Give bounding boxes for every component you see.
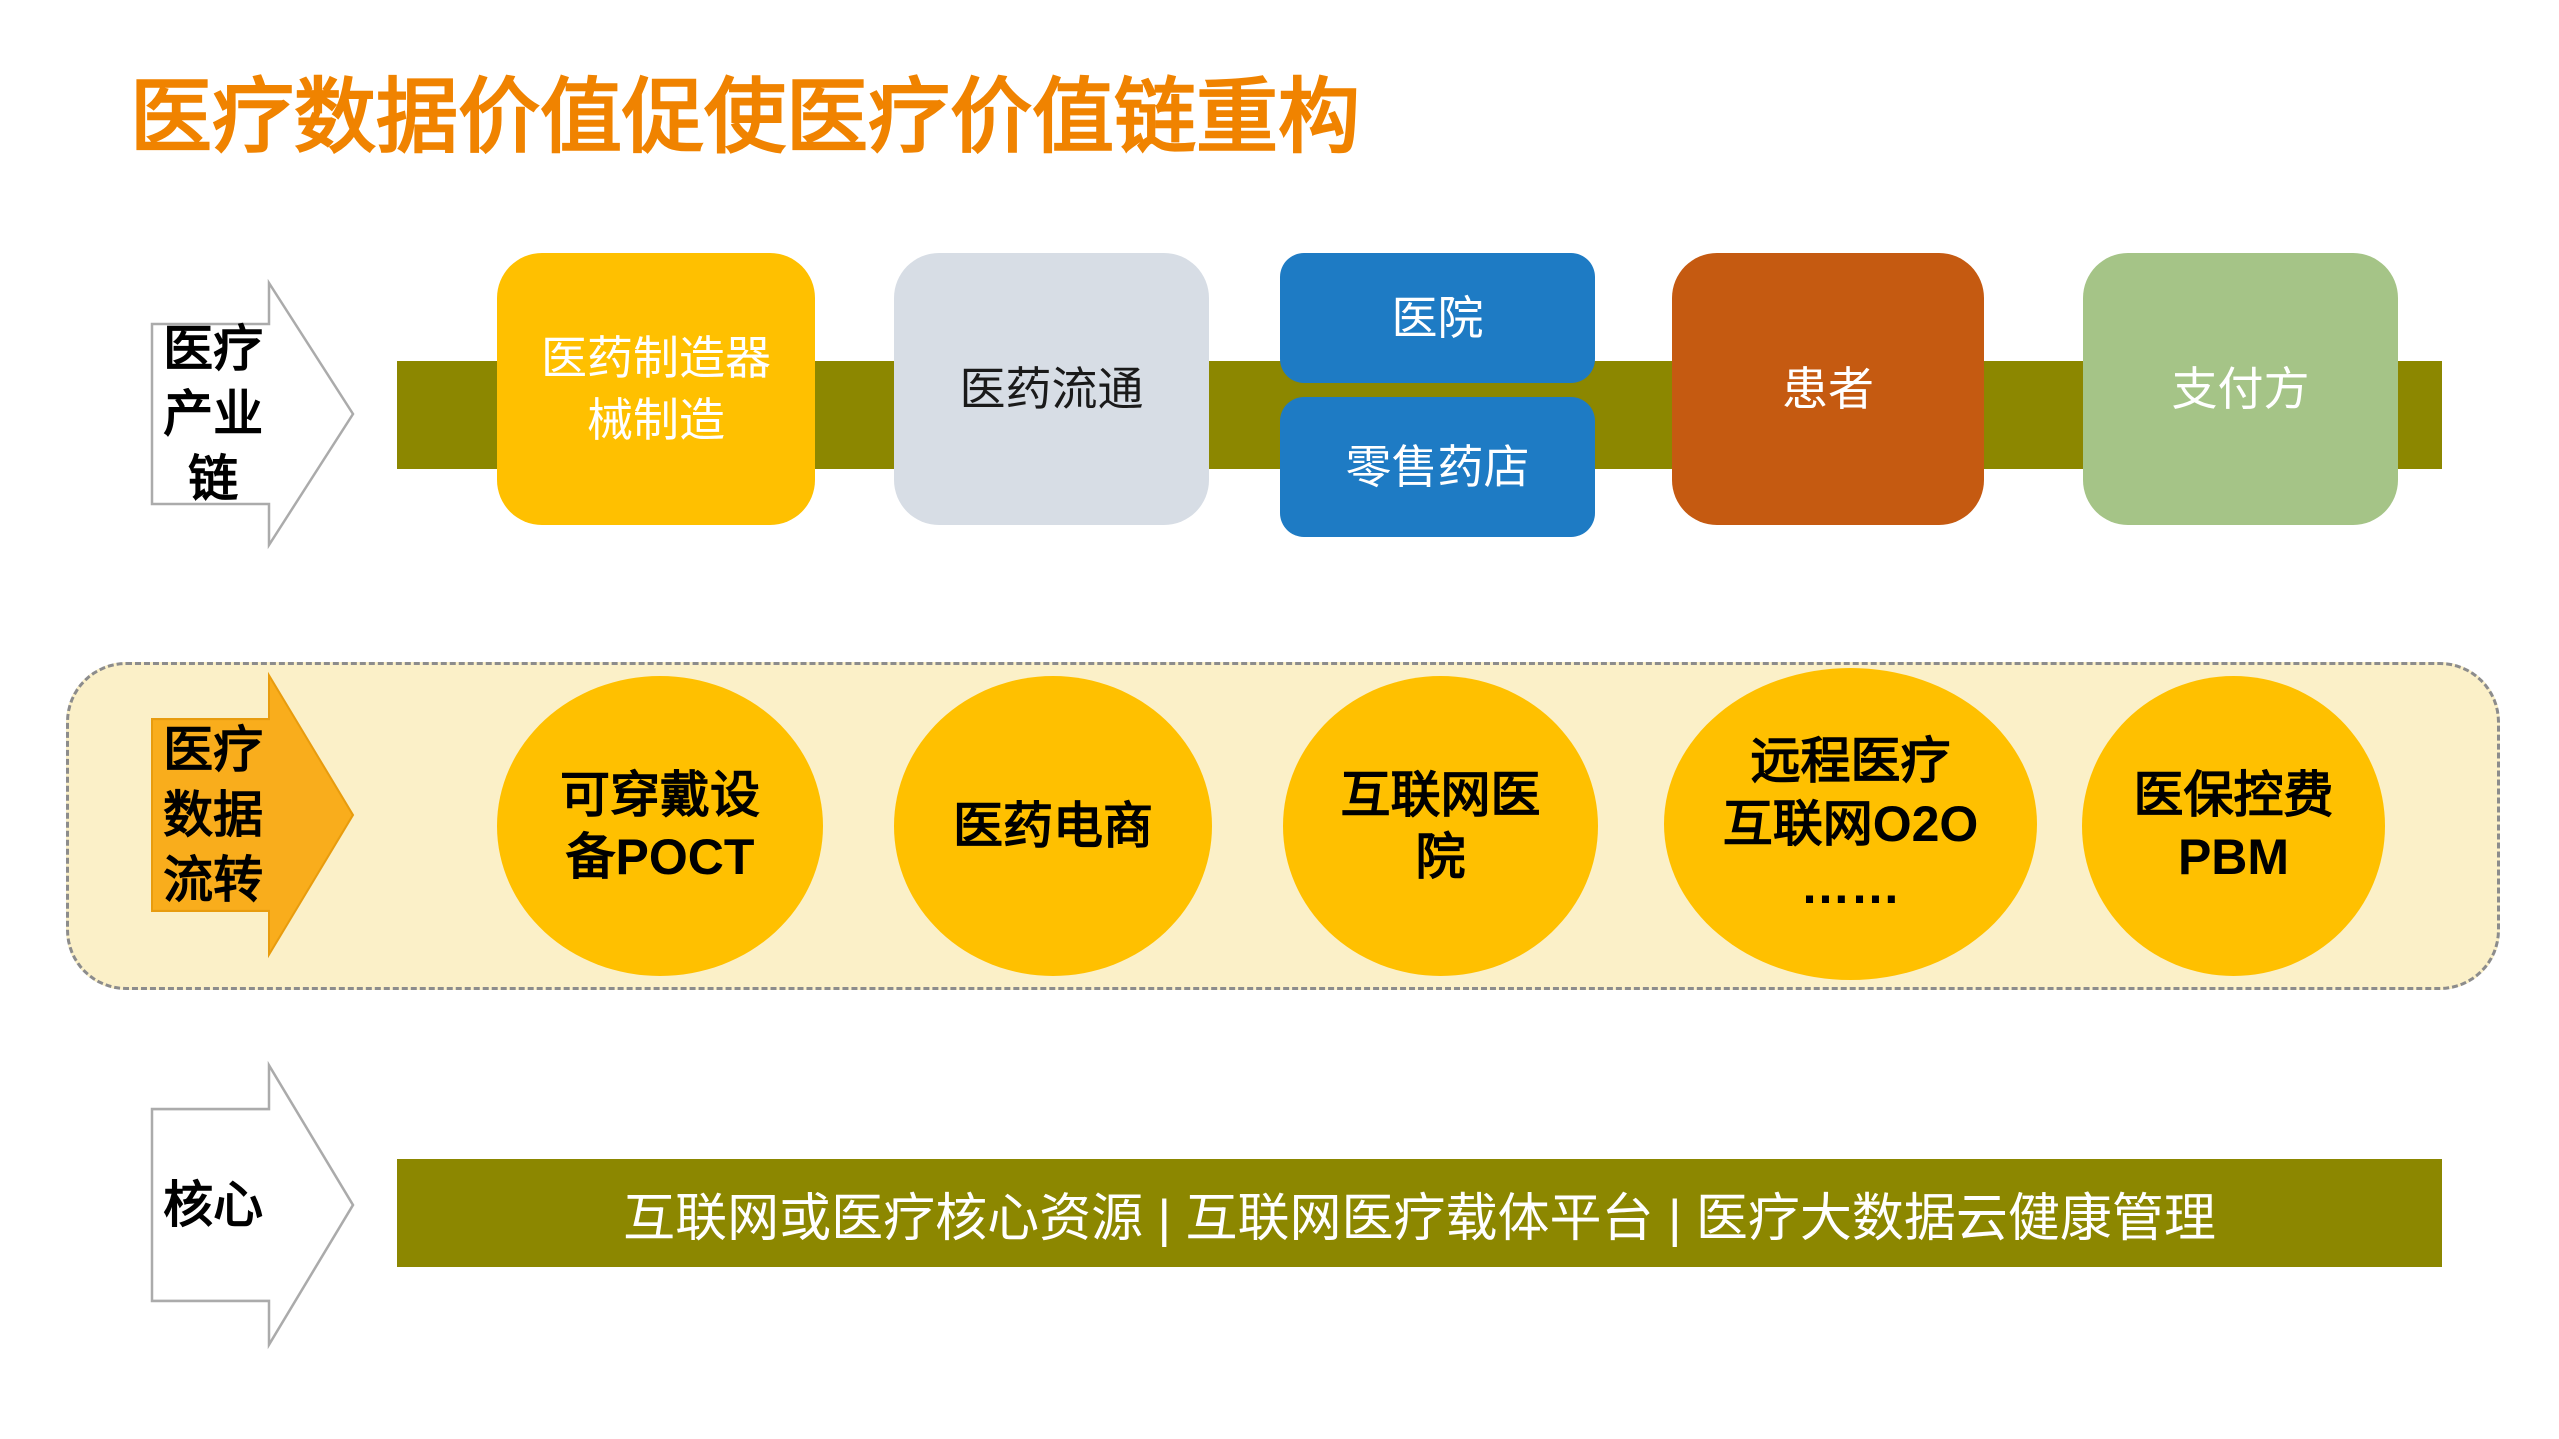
right-arrow-icon xyxy=(150,1060,355,1350)
core-bar-text: 互联网或医疗核心资源 | 互联网医疗载体平台 | 医疗大数据云健康管理 xyxy=(623,1189,2216,1248)
industry-chain-arrow-text: 医疗 产业 链 xyxy=(163,320,264,507)
flow-circle-wearable-poct: 可穿戴设 备POCT xyxy=(497,676,823,976)
industry-chain-arrow-label: 医疗 产业 链 xyxy=(149,278,277,550)
core-arrow-label: 核心 xyxy=(149,1060,277,1350)
node-payer-label: 支付方 xyxy=(2171,362,2310,415)
node-manufacture-label: 医药制造器 械制造 xyxy=(541,331,771,446)
flow-circle-insurance-pbm-label: 医保控费 PBM xyxy=(2133,766,2334,886)
core-arrow-text: 核心 xyxy=(163,1176,264,1233)
flow-circle-pharma-ecommerce: 医药电商 xyxy=(894,676,1212,976)
node-retail-pharmacy: 零售药店 xyxy=(1280,397,1595,537)
flow-circle-telemedicine-o2o: 远程医疗 互联网O2O …… xyxy=(1664,668,2037,980)
node-hospital: 医院 xyxy=(1280,253,1595,383)
core-bar: 互联网或医疗核心资源 | 互联网医疗载体平台 | 医疗大数据云健康管理 xyxy=(397,1159,2442,1267)
data-flow-arrow-label: 医疗 数据 流转 xyxy=(149,670,277,960)
node-hospital-label: 医院 xyxy=(1391,291,1484,344)
node-distribution: 医药流通 xyxy=(894,253,1209,525)
flow-circle-wearable-poct-label: 可穿戴设 备POCT xyxy=(560,766,760,886)
node-distribution-label: 医药流通 xyxy=(959,362,1144,415)
node-retail-pharmacy-label: 零售药店 xyxy=(1345,440,1530,493)
flow-circle-insurance-pbm: 医保控费 PBM xyxy=(2082,676,2385,976)
flow-circle-telemedicine-o2o-label: 远程医疗 互联网O2O …… xyxy=(1722,733,1979,915)
flow-circle-internet-hospital: 互联网医 院 xyxy=(1283,676,1598,976)
core-arrow: 核心 xyxy=(149,1060,356,1350)
right-arrow-icon xyxy=(150,278,355,550)
node-manufacture: 医药制造器 械制造 xyxy=(497,253,815,525)
data-flow-arrow: 医疗 数据 流转 xyxy=(149,670,356,960)
page-title: 医疗数据价值促使医疗价值链重构 xyxy=(130,72,1361,163)
node-payer: 支付方 xyxy=(2083,253,2398,525)
node-patient-label: 患者 xyxy=(1782,362,1874,415)
flow-circle-pharma-ecommerce-label: 医药电商 xyxy=(953,797,1153,854)
node-patient: 患者 xyxy=(1672,253,1984,525)
flow-circle-internet-hospital-label: 互联网医 院 xyxy=(1340,766,1541,886)
right-arrow-icon xyxy=(151,671,355,959)
data-flow-arrow-text: 医疗 数据 流转 xyxy=(163,721,264,908)
industry-chain-arrow: 医疗 产业 链 xyxy=(149,278,356,550)
